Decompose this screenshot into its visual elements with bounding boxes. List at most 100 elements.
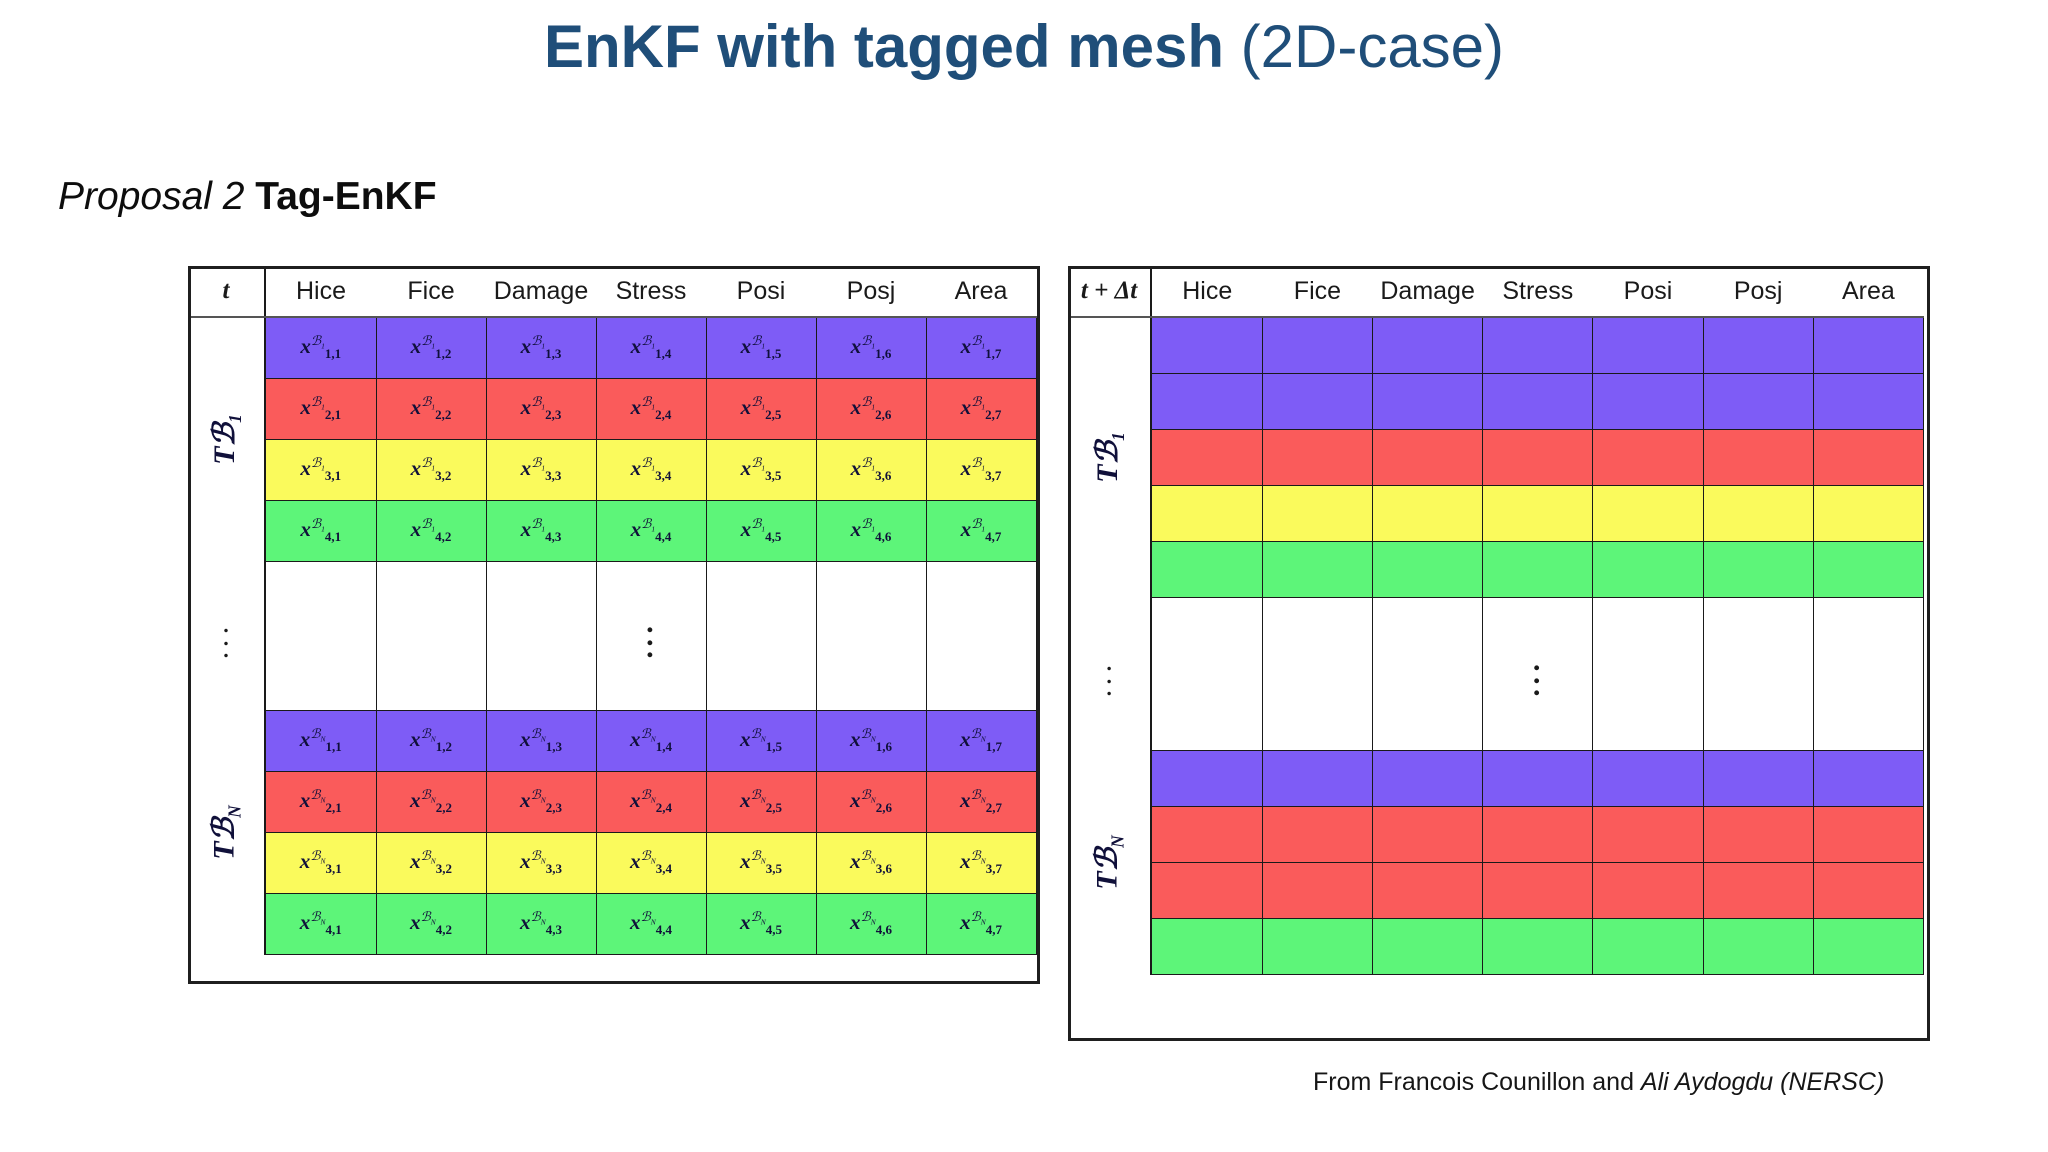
table-cell: [1150, 429, 1263, 486]
table-cell: [1482, 429, 1594, 486]
subtitle-proposal: Proposal 2: [58, 175, 245, 218]
table-cell: xℬ13,6: [815, 439, 927, 501]
table-cell: [1482, 918, 1594, 975]
table-cell: xℬN1,5: [705, 710, 817, 772]
table-cell: [1812, 597, 1925, 751]
table-cell: [1702, 918, 1814, 975]
table-cell: xℬN2,7: [925, 771, 1037, 833]
table-row: ......: [188, 561, 1037, 711]
table-cell: [1592, 316, 1704, 374]
table-cell: xℬ13,1: [264, 439, 377, 501]
table-cell: xℬ12,2: [375, 378, 487, 440]
table-cell: [1812, 429, 1925, 486]
table-cell: xℬN4,7: [925, 893, 1037, 955]
right-column-header-hice: Hice: [1151, 266, 1263, 318]
left-column-header-area: Area: [926, 266, 1036, 318]
table-cell: xℬN3,7: [925, 832, 1037, 894]
table-row: [1068, 918, 1925, 975]
table-cell: [1372, 485, 1484, 542]
table-cell: [925, 561, 1037, 711]
right-header-t-plus-dt: t + Δt: [1068, 266, 1153, 318]
table-cell: [1702, 429, 1814, 486]
page-title: EnKF with tagged mesh (2D-case): [0, 14, 2048, 80]
table-cell: xℬN1,1: [264, 710, 377, 772]
right-column-header-posi: Posi: [1592, 266, 1704, 318]
table-cell: xℬN4,6: [815, 893, 927, 955]
table-cell: [1702, 541, 1814, 598]
table-cell: [1702, 862, 1814, 919]
table-cell: xℬ11,7: [925, 316, 1037, 379]
table-cell: [1261, 373, 1374, 430]
left-column-header-hice: Hice: [265, 266, 376, 318]
table-cell: xℬN3,5: [705, 832, 817, 894]
table-cell: [1261, 316, 1374, 374]
table-cell: xℬ14,3: [485, 500, 597, 562]
table-cell: xℬN3,2: [375, 832, 487, 894]
table-cell: xℬ11,5: [705, 316, 817, 379]
table-cell: [1812, 750, 1925, 807]
right-block-label-0: Tℬ1: [1068, 317, 1153, 598]
table-cell: [1372, 541, 1484, 598]
left-column-header-posj: Posj: [816, 266, 926, 318]
table-row: ......: [1068, 597, 1925, 751]
table-cell: [1150, 750, 1263, 807]
table-cell: xℬN3,3: [485, 832, 597, 894]
left-column-header-damage: Damage: [486, 266, 596, 318]
table-row: [1068, 806, 1925, 863]
table-row: [1068, 862, 1925, 919]
table-cell: [1592, 750, 1704, 807]
right-column-header-fice: Fice: [1262, 266, 1373, 318]
table-cell: [1261, 862, 1374, 919]
table-cell: [1482, 373, 1594, 430]
table-cell: xℬ12,4: [595, 378, 707, 440]
table-row: [1068, 373, 1925, 430]
table-cell: xℬN1,4: [595, 710, 707, 772]
caption-text: From Francois Counillon and: [1313, 1068, 1641, 1096]
table-cell: [1592, 862, 1704, 919]
right-block-label-2: TℬN: [1068, 750, 1153, 975]
table-cell: [1812, 541, 1925, 598]
table-cell: [705, 561, 817, 711]
table-cell: xℬ14,4: [595, 500, 707, 562]
table-cell: [1372, 316, 1484, 374]
page-title-regular: (2D-case): [1223, 13, 1505, 80]
table-cell: xℬ14,2: [375, 500, 487, 562]
table-cell: xℬN4,3: [485, 893, 597, 955]
table-cell: xℬ14,7: [925, 500, 1037, 562]
table-cell: [1150, 541, 1263, 598]
subtitle-method: Tag-EnKF: [244, 175, 437, 218]
table-row: TℬN: [1068, 750, 1925, 975]
table-cell: xℬ13,4: [595, 439, 707, 501]
table-cell: xℬ13,3: [485, 439, 597, 501]
table-cell: [815, 561, 927, 711]
table-cell: xℬ13,7: [925, 439, 1037, 501]
table-cell: xℬ14,5: [705, 500, 817, 562]
table-cell: xℬN1,3: [485, 710, 597, 772]
table-cell: xℬN2,3: [485, 771, 597, 833]
right-column-header-posj: Posj: [1703, 266, 1814, 318]
table-cell: xℬN2,6: [815, 771, 927, 833]
table-cell: ...: [1482, 597, 1594, 751]
table-cell: [1812, 862, 1925, 919]
table-cell: [1372, 862, 1484, 919]
table-cell: xℬ12,1: [264, 378, 377, 440]
right-column-header-stress: Stress: [1482, 266, 1593, 318]
table-cell: xℬN1,7: [925, 710, 1037, 772]
table-cell: [1592, 597, 1704, 751]
table-cell: [1372, 429, 1484, 486]
table-row: Tℬ1: [1068, 316, 1925, 598]
table-cell: xℬ13,2: [375, 439, 487, 501]
table-cell: xℬN3,1: [264, 832, 377, 894]
table-cell: [1372, 597, 1484, 751]
table-cell: [1150, 597, 1263, 751]
table-cell: [1261, 750, 1374, 807]
table-cell: [375, 561, 487, 711]
left-block-label-0: Tℬ1: [188, 317, 266, 562]
table-cell: [1702, 597, 1814, 751]
table-cell: xℬ11,4: [595, 316, 707, 379]
